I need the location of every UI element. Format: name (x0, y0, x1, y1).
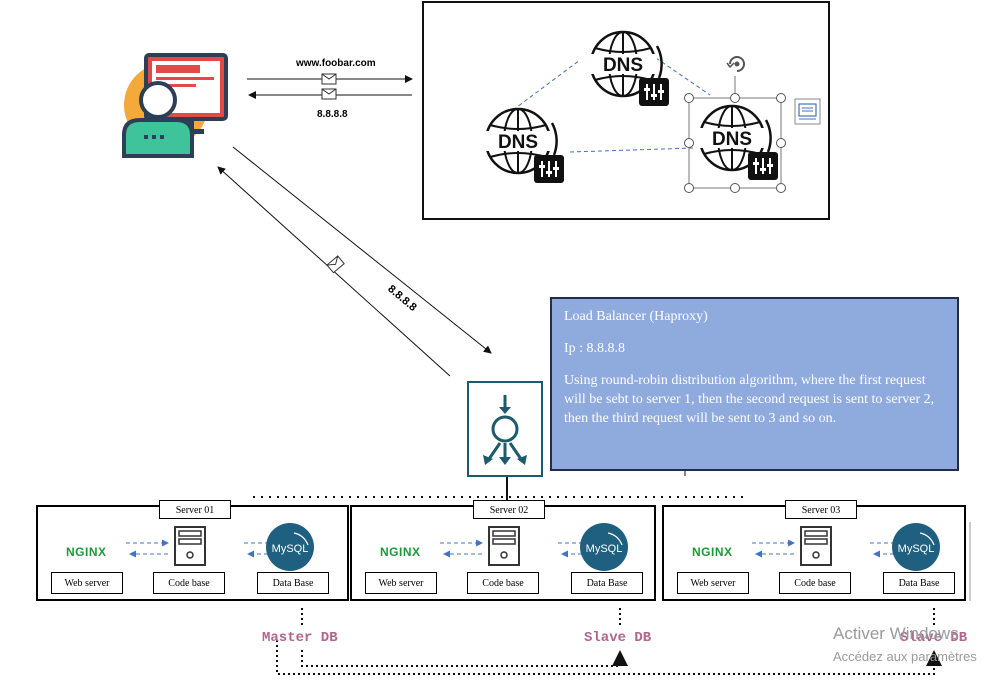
server-tower-icon (174, 526, 206, 566)
dns-server-icon: DNS (698, 104, 778, 180)
lb-description: Using round-robin distribution algorithm… (564, 373, 935, 426)
load-balancer-icon (467, 381, 543, 477)
data-base-label: Data Base (257, 572, 329, 594)
lb-ip: Ip : 8.8.8.8 (564, 341, 626, 356)
web-server-label: Web server (365, 572, 437, 594)
mysql-logo: MySQL (266, 523, 314, 571)
code-base-label: Code base (467, 572, 539, 594)
server-tower-icon (800, 526, 832, 566)
mysql-logo: MySQL (580, 523, 628, 571)
dns-server-icon: DNS (484, 107, 564, 183)
data-base-label: Data Base (571, 572, 643, 594)
envelope-icon (321, 73, 337, 85)
server-tower-icon (488, 526, 520, 566)
nginx-logo: NGINX (692, 545, 733, 559)
server-title: Server 03 (785, 500, 857, 519)
activation-watermark-subtitle: Accédez aux paramètres (833, 649, 977, 664)
lb-title: Load Balancer (Haproxy) (564, 309, 708, 324)
mysql-label: MySQL (272, 543, 309, 555)
slave-db-label: Slave DB (900, 630, 968, 646)
data-base-label: Data Base (883, 572, 955, 594)
dns-label: DNS (498, 132, 538, 153)
lb-request-arrow (232, 146, 492, 354)
nginx-logo: NGINX (66, 545, 107, 559)
selection-frame (684, 76, 786, 193)
code-base-label: Code base (779, 572, 851, 594)
nginx-logo: NGINX (380, 545, 421, 559)
user-computer-icon (122, 53, 228, 158)
envelope-icon (326, 255, 345, 274)
activation-watermark-title: Activer Windows (833, 624, 959, 643)
dns-label: DNS (603, 55, 643, 76)
load-balancer-note: Load Balancer (Haproxy) Ip : 8.8.8.8 Usi… (550, 297, 959, 471)
response-ip-label: 8.8.8.8 (317, 109, 348, 120)
web-server-label: Web server (677, 572, 749, 594)
dns-server-icon: DNS (589, 30, 669, 106)
master-db-label: Master DB (262, 630, 338, 646)
web-server-label: Web server (51, 572, 123, 594)
mysql-logo: MySQL (892, 523, 940, 571)
code-base-label: Code base (153, 572, 225, 594)
dns-label: DNS (712, 129, 752, 150)
rotate-handle-icon (726, 56, 745, 72)
mysql-label: MySQL (586, 543, 623, 555)
request-domain-label: www.foobar.com (296, 58, 376, 69)
envelope-icon (321, 88, 337, 100)
layout-options-icon (794, 98, 821, 125)
mysql-label: MySQL (898, 543, 935, 555)
server-title: Server 02 (473, 500, 545, 519)
server-title: Server 01 (159, 500, 231, 519)
slave-db-label: Slave DB (584, 630, 652, 646)
